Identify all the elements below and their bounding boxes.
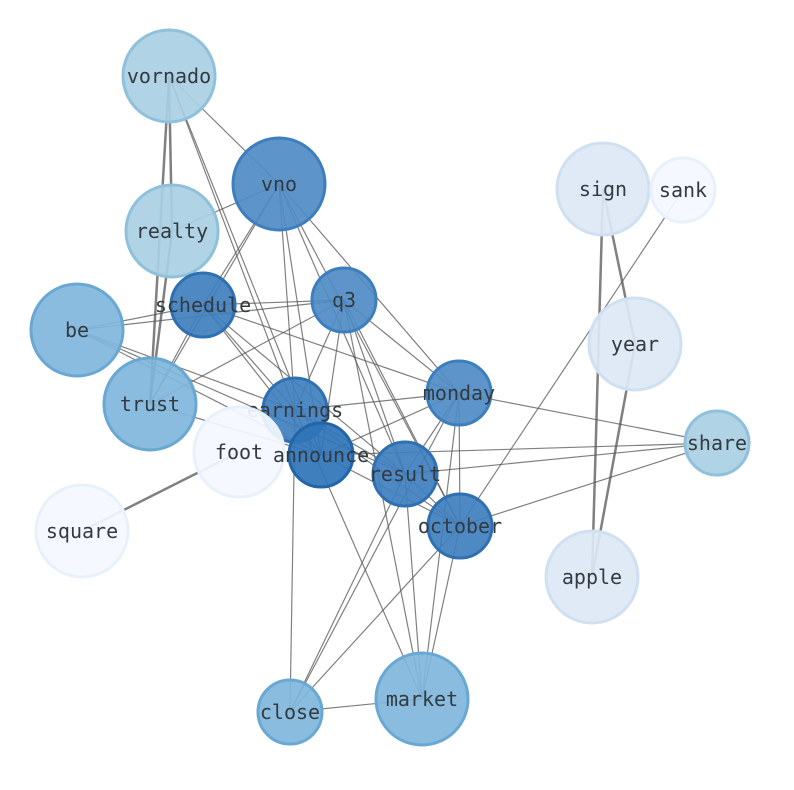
node-be: be [29,282,125,378]
edge-october-share [459,442,718,527]
edge-monday-share [458,392,718,444]
node-schedule: schedule [155,271,251,339]
node-label-vornado: vornado [127,64,211,88]
edge-q3-october [343,299,461,527]
node-foot: foot [192,405,286,499]
node-circle-announce [287,421,355,489]
node-circle-vornado [121,28,217,124]
node-circle-sank [649,156,717,224]
node-label-share: share [687,431,747,455]
node-circle-schedule [169,271,237,339]
node-label-close: close [260,700,320,724]
node-market: market [374,651,470,747]
edge-monday-close [289,392,460,713]
node-label-announce: announce [273,443,369,467]
node-vno: vno [231,136,327,232]
edge-vornado-earnings [168,75,296,411]
node-realty: realty [124,183,220,279]
node-year: year [587,296,683,392]
node-label-square: square [46,519,118,543]
node-label-sign: sign [579,177,627,201]
node-label-q3: q3 [332,288,356,312]
node-circle-close [256,678,324,746]
node-share: share [683,409,751,477]
node-label-result: result [369,462,441,486]
node-apple: apple [544,529,640,625]
node-circle-monday [425,359,493,427]
node-circle-october [426,492,494,560]
node-sign: sign [555,141,651,237]
edge-october-close [289,525,461,713]
node-circle-be [29,282,125,378]
node-label-market: market [386,687,458,711]
node-label-realty: realty [136,219,208,243]
node-circle-sign [555,141,651,237]
node-circle-result [371,440,439,508]
node-label-trust: trust [120,392,180,416]
edge-october-sank [459,189,684,527]
node-close: close [256,678,324,746]
node-circle-foot [192,405,286,499]
node-label-schedule: schedule [155,293,251,317]
node-circle-market [374,651,470,747]
node-square: square [34,483,130,579]
node-circle-trust [102,356,198,452]
node-circle-year [587,296,683,392]
node-trust: trust [102,356,198,452]
node-q3: q3 [310,266,378,334]
edge-result-share [404,442,718,475]
node-monday: monday [423,359,495,427]
node-label-year: year [611,332,659,356]
node-label-be: be [65,318,89,342]
node-october: october [418,492,502,560]
node-circle-vno [231,136,327,232]
node-circle-realty [124,183,220,279]
node-vornado: vornado [121,28,217,124]
node-sank: sank [649,156,717,224]
edge-sign-apple [590,188,605,578]
node-result: result [369,440,441,508]
edge-q3-market [343,299,423,700]
node-label-foot: foot [215,440,263,464]
node-circle-apple [544,529,640,625]
node-label-october: october [418,514,502,538]
node-label-monday: monday [423,381,495,405]
node-label-sank: sank [659,178,707,202]
node-label-apple: apple [562,565,622,589]
node-circle-q3 [310,266,378,334]
edge-result-close [289,473,406,713]
node-label-vno: vno [261,172,297,196]
node-circle-share [683,409,751,477]
edge-schedule-monday [202,304,460,394]
node-announce: announce [273,421,369,489]
node-circle-square [34,483,130,579]
